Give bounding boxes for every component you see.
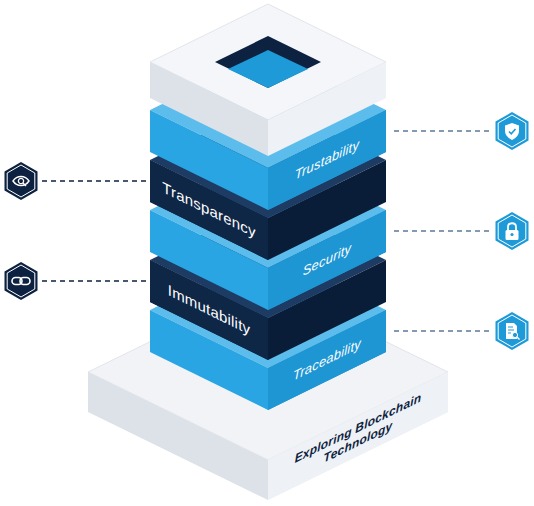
chain-link [20,278,30,285]
leader-line [42,180,146,181]
shield-icon [496,112,529,150]
magnifier-handle [517,337,520,340]
document-icon [496,312,529,350]
icon-hexagon [496,312,529,350]
leader-line [42,280,146,281]
lock-body [506,230,519,240]
band-label: Exploring Blockchain Technology [288,388,428,484]
eye-outline [13,177,29,186]
band-label: Traceability [293,336,361,384]
keyhole [510,233,513,236]
band-label: Trustability [295,137,359,184]
document-lines [508,327,514,333]
slab-hole-floor [228,50,308,88]
eye-lens [18,178,23,183]
icon-ring [498,215,526,247]
slab-hole [215,36,321,88]
lens-handle [23,183,26,186]
band-label: Security [303,241,352,280]
leader-line [394,330,490,331]
trait-band: Transparency [150,160,268,260]
trait-band: Traceability [268,310,386,410]
icon-ring [498,115,526,147]
lock-icon [496,212,529,250]
trait-band: Immutability [150,260,268,360]
icon-hexagon [5,262,38,300]
icon-ring [7,165,35,197]
icon-ring [7,265,35,297]
trait-band: Trustability [268,110,386,210]
icon-hexagon [496,112,529,150]
icon-ring [498,315,526,347]
leader-line [394,230,490,231]
lock-shackle [508,223,516,230]
chain-icon [5,262,38,300]
icon-hexagon [496,212,529,250]
eye-icon [5,162,38,200]
trait-band: Security [268,210,386,310]
icon-hexagon [5,162,38,200]
band-label: Immutability [168,281,250,339]
check-mark [509,129,516,134]
shield-shape [505,123,519,140]
band-label: Transparency [162,178,256,241]
document-sheet [506,323,517,339]
leader-line [394,130,490,131]
